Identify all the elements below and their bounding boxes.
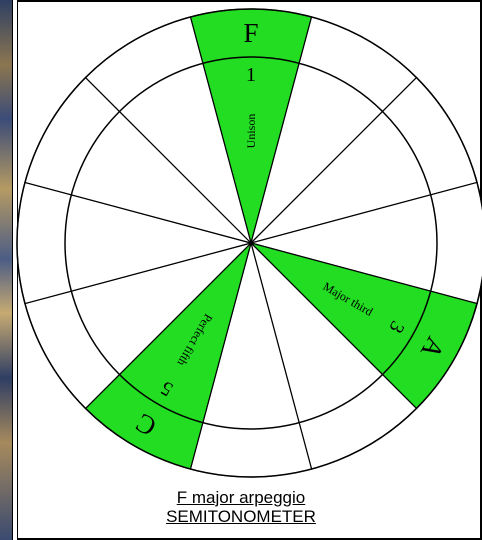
inner-ring (64, 56, 438, 430)
caption-subtitle: SEMITONOMETER (166, 507, 316, 526)
background-photo-edge (0, 0, 12, 540)
outer-ring (16, 8, 482, 478)
interval-label-f: Unison (244, 114, 258, 149)
degree-label-f: 1 (246, 64, 256, 86)
note-label-f: F (243, 18, 258, 48)
panel-border (12, 0, 18, 540)
caption-title: F major arpeggio (176, 488, 306, 507)
